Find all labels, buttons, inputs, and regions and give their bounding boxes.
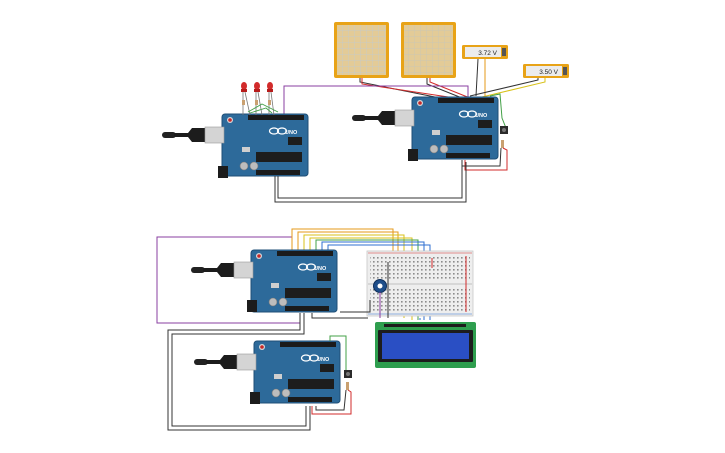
- uno-top-right-label: UNO: [475, 113, 488, 119]
- pushbutton-top[interactable]: [500, 126, 508, 134]
- breadboard[interactable]: [366, 250, 474, 317]
- top-right-probe-wires: [359, 58, 546, 129]
- uno-bottom-main-label: UNO: [314, 266, 327, 272]
- uno-top-left-label: UNO: [285, 130, 298, 136]
- power-jack-top-left: [218, 166, 228, 178]
- uno-bottom-second-label: UNO: [317, 357, 330, 363]
- bottom-black-wires: [167, 313, 368, 431]
- top-serial-wires: [274, 162, 467, 203]
- oscilloscope-2[interactable]: [401, 22, 456, 78]
- uno-top-left[interactable]: UNO: [221, 113, 309, 177]
- oscilloscope-1[interactable]: [334, 22, 389, 78]
- top-red-wire: [464, 147, 508, 171]
- lcd-display[interactable]: [375, 322, 476, 368]
- uno-bottom-second[interactable]: UNO: [253, 340, 341, 404]
- led-1[interactable]: [241, 82, 251, 116]
- usb-cable-bottom-second: [193, 353, 257, 371]
- voltmeter-2-reading: 3.50 V: [539, 69, 558, 76]
- power-jack-bottom-main: [247, 300, 257, 312]
- usb-cable-bottom-main: [190, 261, 254, 279]
- uno-bottom-main[interactable]: UNO: [250, 249, 338, 313]
- bottom-button-wires: [311, 335, 352, 415]
- power-jack-top-right: [408, 149, 418, 161]
- led-3[interactable]: [267, 82, 275, 116]
- resistor-bottom: [346, 382, 349, 390]
- potentiometer[interactable]: [373, 279, 387, 293]
- voltmeter-1[interactable]: 3.72 V: [462, 45, 508, 59]
- voltmeter-2[interactable]: 3.50 V: [523, 64, 569, 78]
- usb-cable-top-right: [351, 109, 415, 127]
- top-purple-wire: [283, 85, 469, 115]
- resistor-top: [501, 140, 504, 148]
- power-jack-bottom-second: [250, 392, 260, 404]
- breadboard-wires: [340, 256, 467, 318]
- voltmeter-1-reading: 3.72 V: [478, 50, 497, 57]
- usb-cable-top-left: [161, 126, 225, 144]
- led-group: [241, 82, 279, 116]
- uno-top-right[interactable]: UNO: [411, 96, 499, 160]
- pushbutton-bottom[interactable]: [344, 370, 352, 378]
